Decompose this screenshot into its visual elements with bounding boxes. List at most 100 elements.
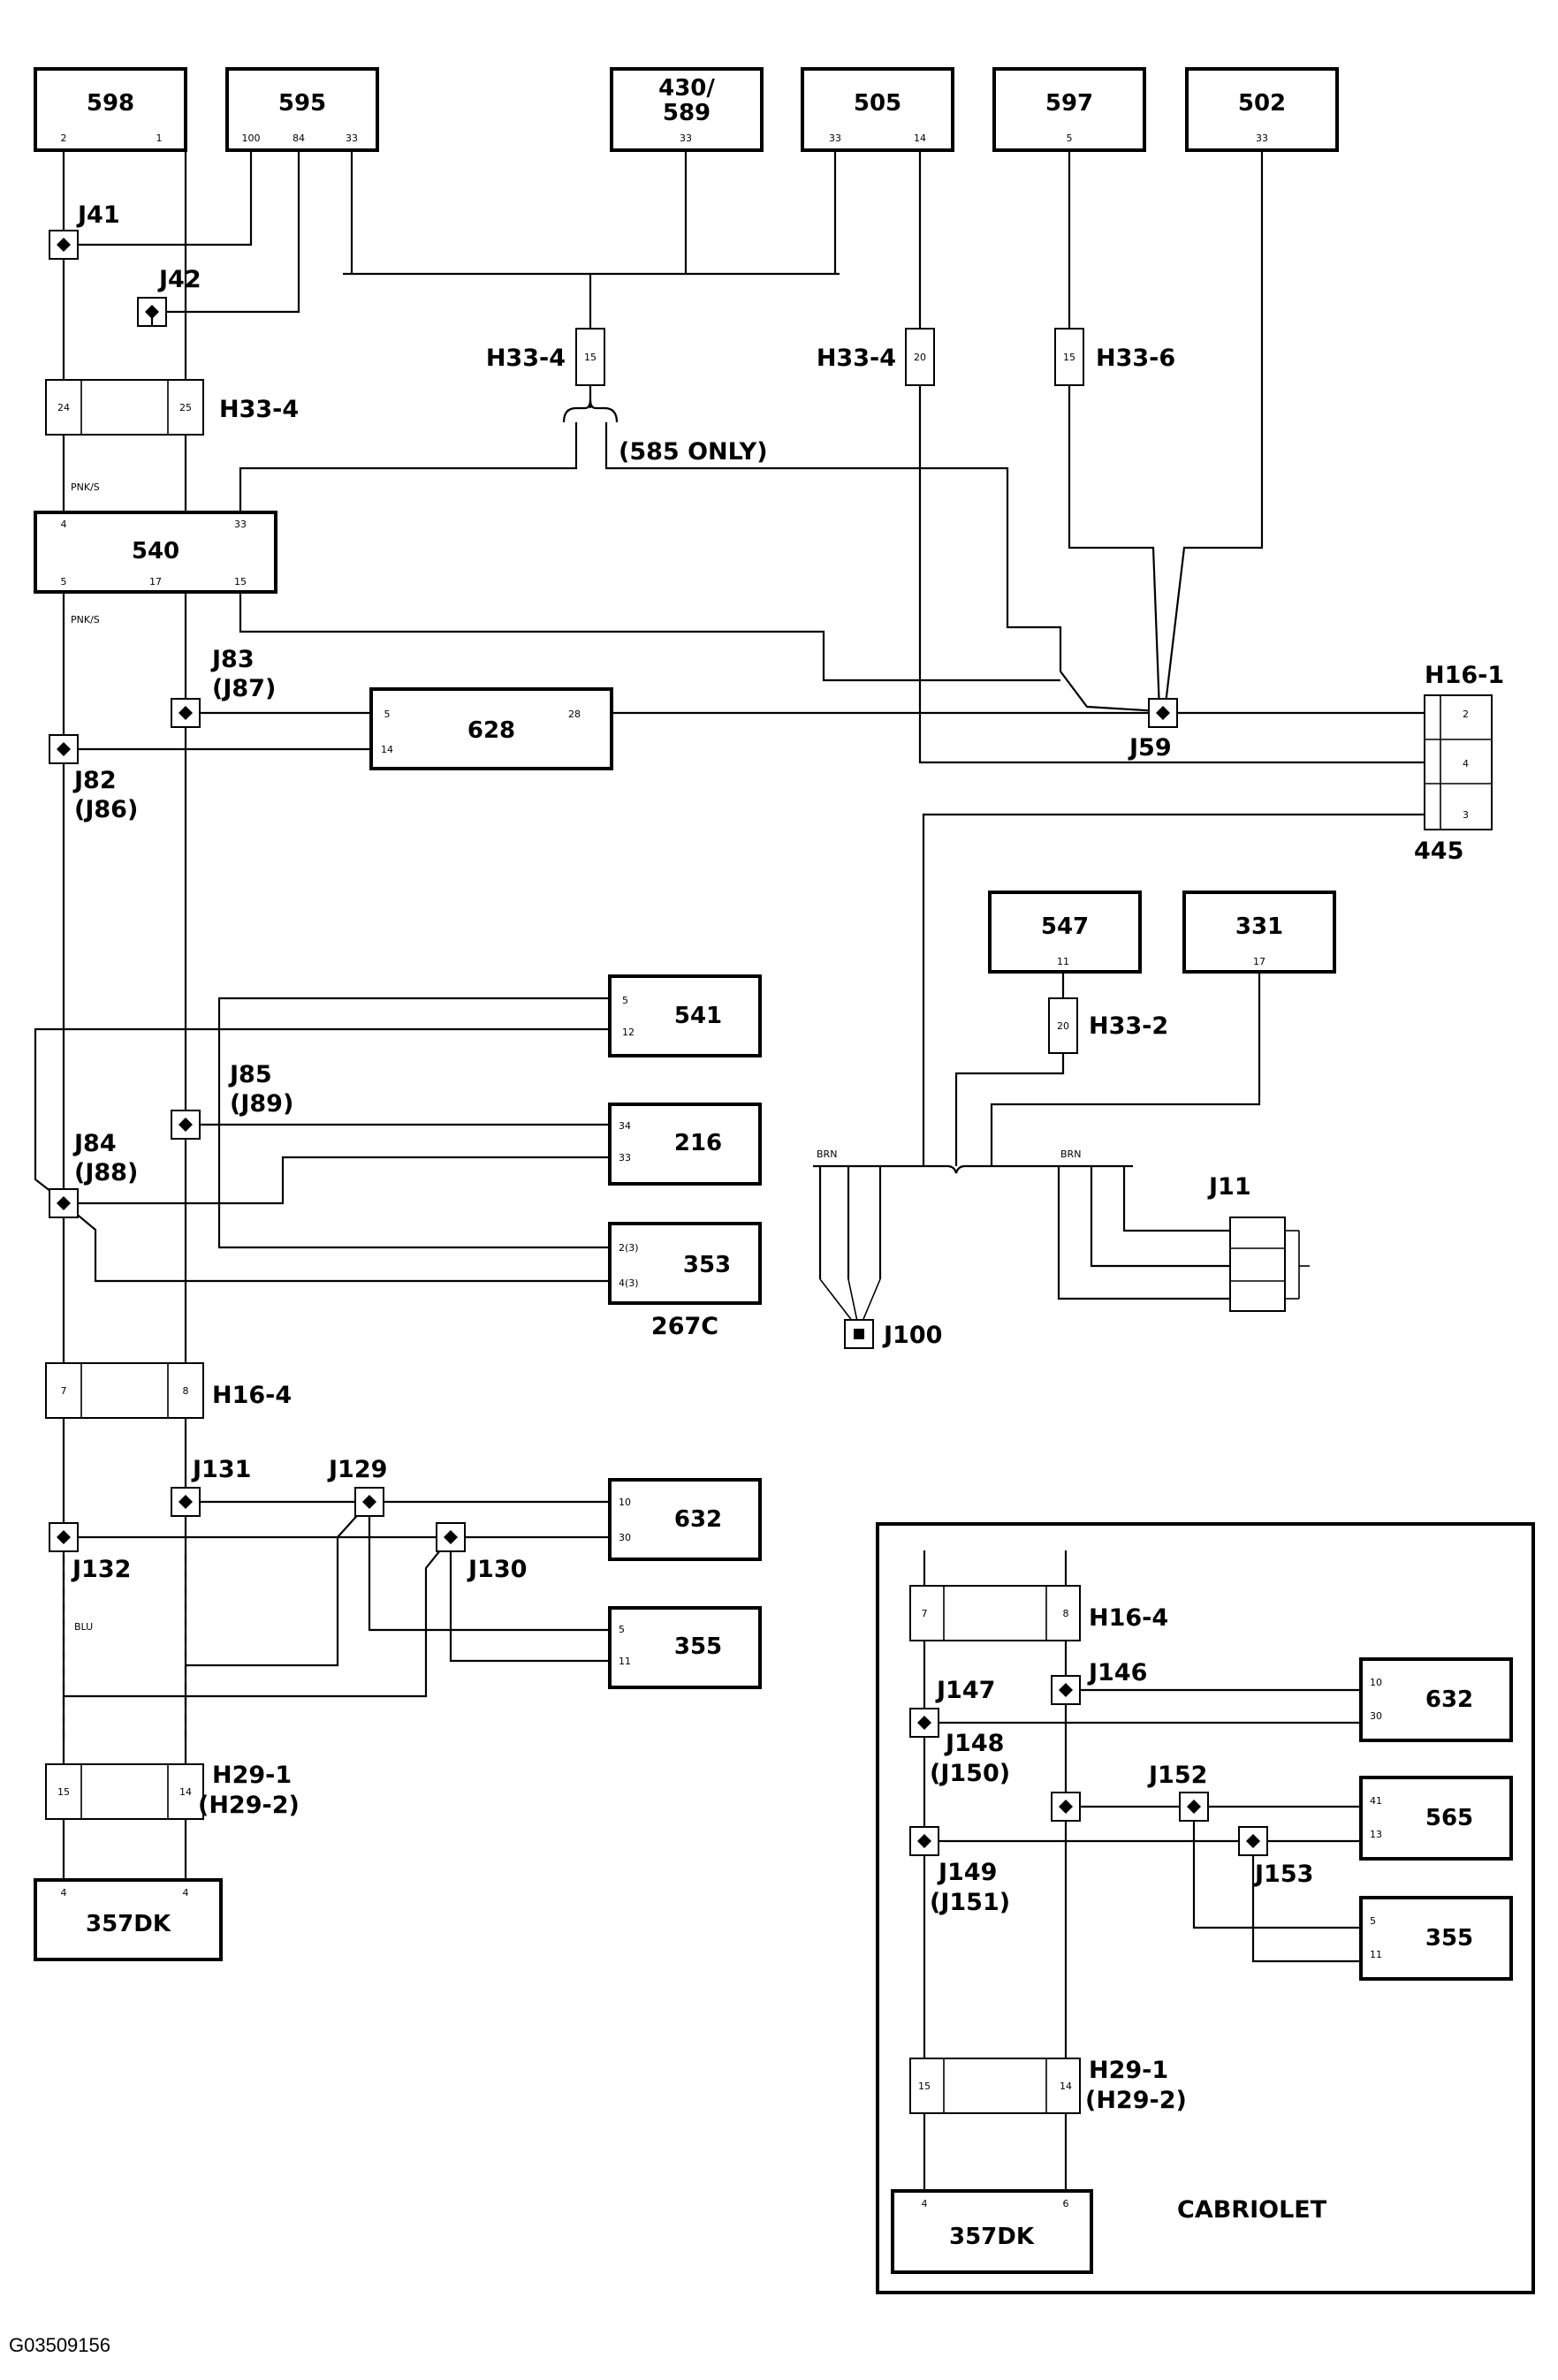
- junction-j41: J41: [49, 201, 120, 260]
- svg-text:10: 10: [1370, 1677, 1382, 1688]
- module-632: 632 10 30: [608, 1478, 762, 1561]
- svg-text:632: 632: [1425, 1686, 1473, 1713]
- svg-text:357DK: 357DK: [86, 1911, 171, 1937]
- junction-j59: J59: [1128, 698, 1178, 762]
- svg-text:15: 15: [584, 352, 597, 363]
- module-331: 331 17: [1182, 891, 1336, 974]
- svg-text:34: 34: [619, 1120, 631, 1132]
- svg-text:14: 14: [914, 133, 926, 144]
- svg-text:4: 4: [61, 1887, 67, 1899]
- svg-text:(J87): (J87): [212, 675, 276, 702]
- svg-text:J131: J131: [191, 1456, 251, 1483]
- svg-text:H33-4: H33-4: [486, 345, 566, 372]
- svg-text:20: 20: [914, 352, 926, 363]
- svg-text:331: 331: [1235, 913, 1283, 940]
- svg-text:J11: J11: [1207, 1173, 1251, 1201]
- svg-text:15: 15: [57, 1786, 70, 1798]
- svg-text:J82: J82: [72, 767, 117, 794]
- svg-text:H16-4: H16-4: [212, 1382, 292, 1409]
- module-505: [801, 67, 954, 152]
- svg-text:4: 4: [61, 519, 67, 530]
- svg-text:2: 2: [61, 133, 67, 144]
- connector-h33-4-right: 20 H33-4: [817, 328, 935, 386]
- svg-text:BLU: BLU: [74, 1621, 93, 1633]
- module-598: [34, 67, 187, 152]
- module-541: 541 5 12: [608, 974, 762, 1057]
- svg-text:14: 14: [1060, 2081, 1072, 2092]
- junction-j153: J153: [1238, 1826, 1313, 1888]
- svg-text:J83: J83: [210, 646, 255, 673]
- junction-j129: J129: [327, 1456, 387, 1517]
- svg-text:H33-6: H33-6: [1096, 345, 1175, 372]
- svg-text:J59: J59: [1128, 734, 1172, 762]
- svg-text:(H29-2): (H29-2): [1085, 2087, 1187, 2114]
- svg-text:33: 33: [619, 1152, 631, 1163]
- svg-text:24: 24: [57, 402, 70, 413]
- connector-h16-1: H16-1 2 4 3 445: [1414, 662, 1504, 865]
- optional-wire-segments: [62, 1555, 187, 1745]
- svg-text:J100: J100: [882, 1322, 942, 1349]
- connector-h29-1-cabriolet: 15 14 H29-1 (H29-2): [909, 2057, 1187, 2114]
- svg-text:(J150): (J150): [930, 1760, 1010, 1787]
- svg-text:20: 20: [1057, 1020, 1069, 1032]
- svg-text:33: 33: [1256, 133, 1268, 144]
- svg-text:H33-2: H33-2: [1089, 1012, 1168, 1040]
- svg-text:5: 5: [619, 1624, 625, 1635]
- svg-text:4(3): 4(3): [619, 1277, 639, 1289]
- svg-text:565: 565: [1425, 1805, 1473, 1831]
- module-565-cabriolet: 565 41 13: [1359, 1776, 1513, 1861]
- connector-h33-2: 20 H33-2: [1048, 997, 1168, 1054]
- svg-text:J84: J84: [72, 1130, 117, 1157]
- svg-text:357DK: 357DK: [949, 2224, 1035, 2250]
- module-355: 355 5 11: [608, 1606, 762, 1689]
- svg-text:10: 10: [619, 1497, 631, 1508]
- svg-text:33: 33: [346, 133, 358, 144]
- connector-h29-1-left: 15 14 H29-1 (H29-2): [45, 1762, 300, 1820]
- svg-text:J153: J153: [1253, 1861, 1313, 1888]
- module-355-cabriolet: 355 5 11: [1359, 1896, 1513, 1981]
- module-589-label: 589: [663, 100, 711, 126]
- connector-h16-4-cabriolet: 7 8 H16-4: [909, 1585, 1168, 1641]
- junction-j147: J147: [909, 1677, 995, 1738]
- svg-text:30: 30: [1370, 1710, 1382, 1722]
- svg-text:J152: J152: [1147, 1762, 1207, 1789]
- svg-text:BRN: BRN: [817, 1148, 837, 1160]
- svg-text:6: 6: [1063, 2198, 1069, 2209]
- figure-id: G03509156: [9, 2334, 110, 2356]
- module-632-cabriolet: 632 10 30: [1359, 1657, 1513, 1742]
- svg-text:4: 4: [183, 1887, 189, 1899]
- module-505-label: 505: [854, 90, 901, 117]
- svg-text:5: 5: [1370, 1915, 1376, 1927]
- svg-text:355: 355: [1425, 1925, 1473, 1952]
- junction-j84: J84 (J88): [49, 1130, 138, 1218]
- connector-h33-6: 15 H33-6: [1054, 328, 1175, 386]
- svg-text:632: 632: [674, 1506, 722, 1533]
- svg-text:11: 11: [1370, 1949, 1382, 1960]
- junction-j42: J42: [137, 266, 201, 327]
- svg-text:30: 30: [619, 1532, 631, 1543]
- svg-text:41: 41: [1370, 1795, 1382, 1807]
- svg-text:1: 1: [156, 133, 163, 144]
- svg-text:J129: J129: [327, 1456, 387, 1483]
- svg-text:5: 5: [61, 576, 67, 587]
- svg-text:H16-1: H16-1: [1425, 662, 1504, 689]
- module-357dk: 357DK 4 4: [34, 1878, 223, 1961]
- svg-text:J132: J132: [71, 1556, 131, 1583]
- svg-text:H29-1: H29-1: [1089, 2057, 1168, 2084]
- svg-text:355: 355: [674, 1633, 722, 1660]
- svg-text:H29-1: H29-1: [212, 1762, 292, 1789]
- module-216: 216 34 33: [608, 1103, 762, 1186]
- module-628: 628 5 14 28: [369, 687, 613, 770]
- junction-j152: J152: [1147, 1762, 1209, 1822]
- svg-text:445: 445: [1414, 838, 1463, 865]
- svg-text:28: 28: [568, 709, 581, 720]
- svg-text:H33-4: H33-4: [817, 345, 896, 372]
- svg-text:17: 17: [149, 576, 162, 587]
- svg-text:8: 8: [1063, 1608, 1069, 1619]
- junction-j132: J132: [49, 1522, 131, 1583]
- module-598-label: 598: [87, 90, 134, 117]
- svg-text:J148: J148: [944, 1730, 1004, 1757]
- svg-text:5: 5: [1067, 133, 1073, 144]
- module-597-label: 597: [1045, 90, 1093, 117]
